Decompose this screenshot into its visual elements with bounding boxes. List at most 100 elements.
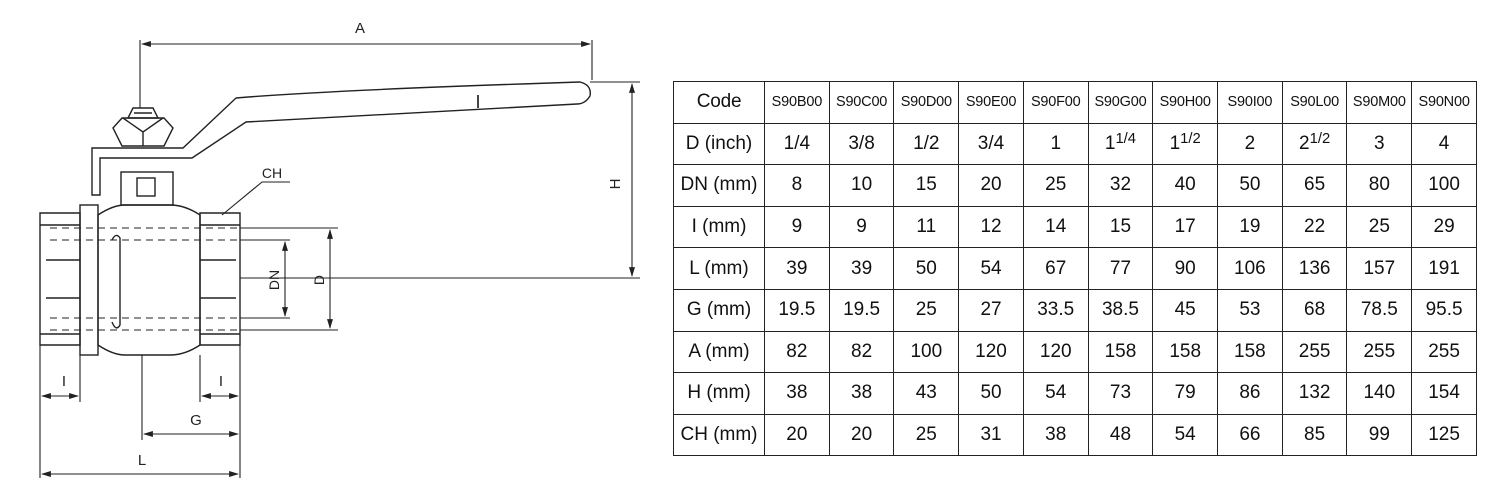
table-cell: 136 [1281, 247, 1348, 290]
table-cell: 22 [1281, 205, 1348, 249]
code-cell: S90E00 [958, 81, 1024, 124]
row-label: H (mm) [673, 372, 765, 415]
table-cell: 120 [958, 330, 1024, 374]
table-cell: 20 [764, 413, 830, 457]
handle-mark: I [475, 92, 480, 112]
code-cell: S90H00 [1152, 81, 1219, 124]
table-cell: 90 [1152, 247, 1219, 290]
table-cell: 15 [893, 164, 960, 207]
row-label: CH (mm) [673, 413, 765, 457]
table-cell: 32 [1087, 164, 1154, 207]
code-cell: S90M00 [1346, 81, 1413, 124]
table-cell: 39 [764, 247, 830, 290]
table-cell: 27 [958, 288, 1024, 332]
table-cell: 38 [828, 372, 895, 415]
code-cell: S90G00 [1087, 81, 1154, 124]
table-cell: 39 [828, 247, 895, 290]
table-cell: 19.5 [828, 288, 895, 332]
table-cell: 191 [1411, 247, 1477, 290]
table-cell: 68 [1281, 288, 1348, 332]
label-g: G [190, 412, 202, 429]
row-label: D (inch) [673, 122, 765, 166]
table-cell: 19.5 [764, 288, 830, 332]
table-cell: 45 [1152, 288, 1219, 332]
table-cell: 3/8 [828, 122, 895, 166]
table-cell: 85 [1281, 413, 1348, 457]
table-cell: 53 [1217, 288, 1283, 332]
table-cell: 38 [1022, 413, 1089, 457]
row-label: A (mm) [673, 330, 765, 374]
table-cell: 66 [1217, 413, 1283, 457]
table-cell: 11/4 [1087, 122, 1154, 166]
table-cell: 50 [1217, 164, 1283, 207]
table-cell: 100 [893, 330, 960, 374]
table-cell: 12 [958, 205, 1024, 249]
stem-nut [112, 117, 174, 147]
code-cell: S90C00 [828, 81, 895, 124]
code-cell: S90I00 [1217, 81, 1283, 124]
table-cell: 25 [893, 413, 960, 457]
table-cell: 158 [1217, 330, 1283, 374]
table-cell: 86 [1217, 372, 1283, 415]
right-end-body [199, 212, 241, 346]
label-l: L [138, 452, 146, 469]
table-cell: 157 [1346, 247, 1413, 290]
code-cell: S90N00 [1411, 81, 1477, 124]
code-cell: S90F00 [1022, 81, 1089, 124]
table-cell: 48 [1087, 413, 1154, 457]
table-cell: 82 [764, 330, 830, 374]
table-cell: 33.5 [1022, 288, 1089, 332]
row-label: DN (mm) [673, 164, 765, 207]
table-cell: 25 [1346, 205, 1413, 249]
table-cell: 50 [893, 247, 960, 290]
table-cell: 54 [1152, 413, 1219, 457]
table-cell: 255 [1411, 330, 1477, 374]
ball-valve-drawing: A H CH DN D I I G L I [39, 20, 640, 478]
table-cell: 15 [1087, 205, 1154, 249]
row-label: Code [673, 81, 765, 124]
table-cell: 40 [1152, 164, 1219, 207]
table-cell: 9 [828, 205, 895, 249]
table-cell: 8 [764, 164, 830, 207]
left-end-body [39, 212, 81, 346]
table-cell: 125 [1411, 413, 1477, 457]
table-cell: 65 [1281, 164, 1348, 207]
table-cell: 1/4 [764, 122, 830, 166]
label-d: D [311, 275, 327, 285]
label-h: H [607, 179, 624, 190]
table-cell: 11/2 [1152, 122, 1219, 166]
table-cell: 95.5 [1411, 288, 1477, 332]
table-cell: 3/4 [958, 122, 1024, 166]
table-cell: 106 [1217, 247, 1283, 290]
table-cell: 4 [1411, 122, 1477, 166]
stem [120, 171, 174, 206]
label-ch: CH [262, 165, 282, 181]
row-label: G (mm) [673, 288, 765, 332]
label-i-right: I [219, 373, 223, 390]
handle [91, 81, 591, 196]
code-cell: S90B00 [764, 81, 830, 124]
row-label: L (mm) [673, 247, 765, 290]
table-cell: 29 [1411, 205, 1477, 249]
table-cell: 25 [1022, 164, 1089, 207]
table-cell: 140 [1346, 372, 1413, 415]
table-cell: 158 [1152, 330, 1219, 374]
table-cell: 11 [893, 205, 960, 249]
table-cell: 73 [1087, 372, 1154, 415]
table-cell: 9 [764, 205, 830, 249]
code-cell: S90L00 [1281, 81, 1348, 124]
table-cell: 158 [1087, 330, 1154, 374]
table-cell: 17 [1152, 205, 1219, 249]
table-cell: 50 [958, 372, 1024, 415]
table-cell: 3 [1346, 122, 1413, 166]
table-cell: 20 [958, 164, 1024, 207]
table-cell: 43 [893, 372, 960, 415]
table-cell: 31 [958, 413, 1024, 457]
table-cell: 38.5 [1087, 288, 1154, 332]
